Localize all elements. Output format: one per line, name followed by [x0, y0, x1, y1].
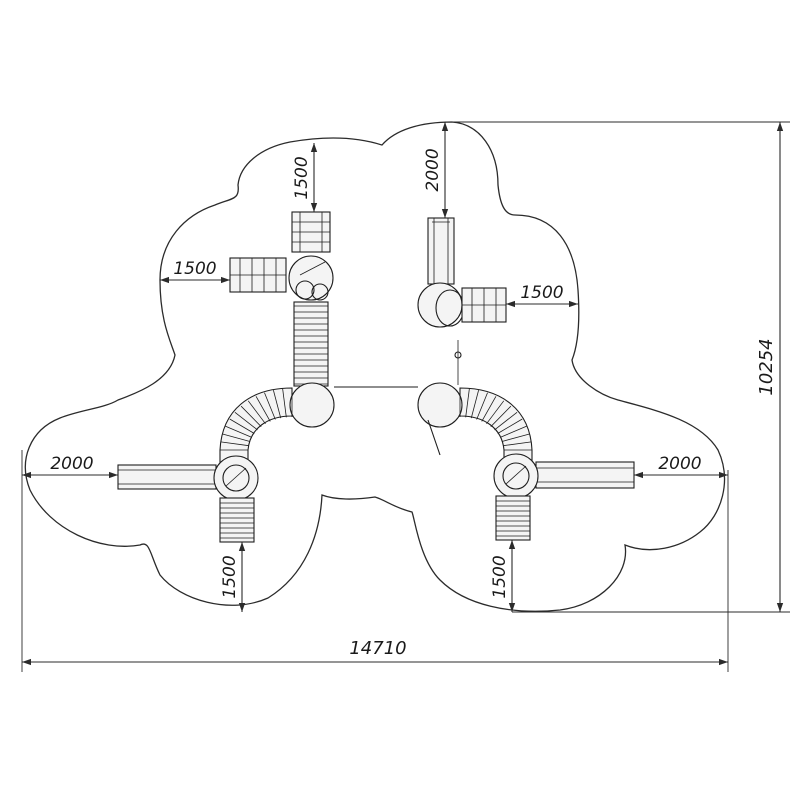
left-center-group — [219, 382, 335, 463]
tunnel-slat — [264, 392, 276, 420]
lower-right-steps — [495, 495, 531, 541]
dim-text-left-lower-horizontal: 2000 — [50, 454, 93, 474]
lower-left-platform — [213, 455, 259, 501]
tunnel-slat — [240, 405, 262, 427]
safety-zone-outline — [24, 121, 726, 612]
tunnel-slat — [465, 388, 470, 418]
lower-left-steps — [219, 497, 255, 543]
tunnel-slat — [282, 388, 287, 418]
left-center-platform — [289, 382, 335, 428]
right-fire-pole — [427, 419, 441, 456]
dim-text-right-upper-horizontal: 1500 — [520, 283, 563, 303]
dim-text-right-lower-horizontal: 2000 — [658, 454, 701, 474]
tunnel-slat — [220, 441, 249, 447]
tunnel-slat — [222, 433, 251, 442]
lower-right-tower-group — [493, 453, 635, 541]
dim-text-bottom-left-vertical: 1500 — [220, 555, 240, 598]
dim-text-top-right-vertical: 2000 — [423, 148, 443, 191]
right-center-group — [417, 382, 533, 463]
lower-right-platform — [493, 453, 539, 499]
lower-left-slide — [117, 464, 217, 490]
dim-text-bottom-right-vertical: 1500 — [490, 555, 510, 598]
tunnel-slat — [481, 396, 497, 422]
tunnel-slat — [503, 441, 532, 447]
tunnel-slat — [476, 392, 488, 420]
tunnel-slat — [500, 425, 527, 438]
tunnel-slat — [497, 418, 523, 434]
tunnel-slat — [490, 405, 512, 427]
dim-text-top-left-vertical: 1500 — [292, 156, 312, 199]
tunnel-slat — [501, 433, 530, 442]
tunnel-slat — [255, 396, 271, 422]
lower-right-slide — [535, 461, 635, 489]
dim-text-overall-width: 14710 — [349, 638, 406, 659]
left-curved-tunnel — [219, 387, 293, 463]
tunnel-slat — [470, 390, 480, 419]
dim-text-overall-height: 10254 — [756, 338, 777, 395]
tunnel-slat — [486, 400, 505, 425]
upper-left-bridge — [293, 301, 329, 387]
tunnel-slat — [272, 390, 282, 419]
tunnel-slat — [225, 425, 252, 438]
upper-right-slide — [427, 217, 455, 285]
upper-right-tower-group — [417, 217, 507, 385]
right-center-platform — [417, 382, 463, 428]
tunnel-slat — [229, 418, 255, 434]
upper-left-platform — [288, 255, 334, 301]
tunnel-slat — [247, 400, 266, 425]
tunnel-slat — [234, 411, 258, 431]
tunnel-slat — [494, 411, 518, 431]
lower-left-tower-group — [117, 455, 259, 543]
dim-text-left-upper-horizontal: 1500 — [173, 259, 216, 279]
right-curved-tunnel — [459, 387, 533, 463]
